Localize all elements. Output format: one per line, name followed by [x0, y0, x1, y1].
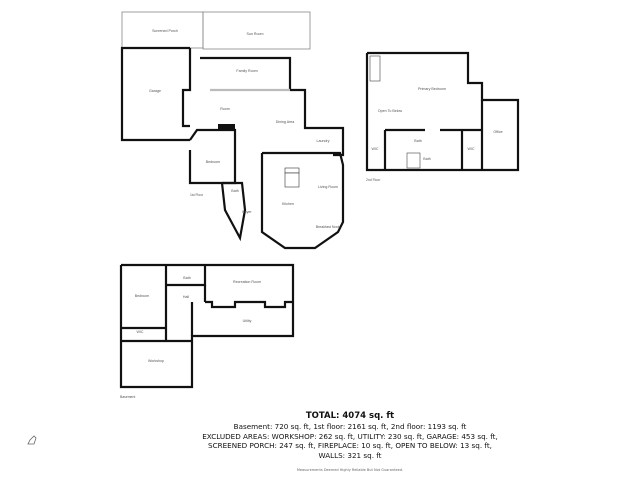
room-label: Garage: [149, 89, 161, 93]
second-floor-plan: Primary Bedroom Open To Below Bath Bath …: [365, 51, 520, 182]
excluded-areas: EXCLUDED AREAS: WORKSHOP: 262 sq. ft, UT…: [202, 431, 498, 441]
bedroom-walls: [188, 128, 237, 185]
family-room-walls: [200, 56, 292, 90]
room-label: Kitchen: [282, 202, 294, 206]
room-label: Screened Porch: [152, 29, 178, 33]
room-label: Hall: [183, 295, 189, 299]
first-floor-plan: Screened Porch Sun Room Garage Family Ro…: [120, 11, 345, 250]
room-label: WIC: [372, 147, 379, 151]
area-summary: TOTAL: 4074 sq. ft Basement: 720 sq. ft,…: [150, 411, 550, 472]
room-label: Bedroom: [135, 294, 150, 298]
room-label: Dining Area: [276, 120, 295, 124]
fireplace: [369, 55, 381, 82]
garage-walls: [120, 46, 190, 142]
room-label: Bath: [423, 157, 430, 161]
room-label: Sun Room: [247, 32, 264, 36]
room-label: Bath: [414, 139, 421, 143]
room-label: Breakfast Nook: [316, 225, 341, 229]
disclaimer: Measurements Deemed Highly Reliable But …: [296, 468, 404, 472]
room-label: WIC: [468, 147, 475, 151]
room-label: Open To Below: [378, 109, 403, 113]
room-label: Primary Bedroom: [418, 87, 446, 91]
floor-label: Basement: [120, 395, 135, 399]
room-label: Recreation Room: [233, 280, 261, 284]
floor-label: 1st Floor: [190, 193, 204, 197]
kitchen-island: [284, 167, 300, 174]
basement-outer-walls: [119, 263, 295, 389]
floor-areas: Basement: 720 sq. ft, 1st floor: 2161 sq…: [233, 422, 467, 431]
bath-foyer-walls: [220, 181, 247, 242]
shower: [406, 152, 421, 169]
laundry-walls: [290, 88, 345, 157]
garage-inner-wall: [181, 48, 192, 128]
room-label: Bath: [231, 189, 238, 193]
floor-label: 2nd Floor: [366, 178, 381, 182]
room-label: Workshop: [148, 359, 164, 363]
room-label: Laundry: [317, 139, 330, 143]
room-label: Family Room: [236, 69, 257, 73]
room-label: Room: [220, 107, 230, 111]
logo-icon: [27, 435, 37, 445]
total-area: TOTAL: 4074 sq. ft: [305, 411, 395, 421]
walls-area: WALLS: 321 sq. ft: [318, 450, 382, 460]
room-label: Utility: [243, 319, 252, 323]
room-label: Bath: [183, 276, 190, 280]
excluded-areas-cont: SCREENED PORCH: 247 sq. ft, FIREPLACE: 1…: [208, 441, 492, 450]
room-label: Foyer: [242, 210, 252, 214]
room-label: WIC: [137, 330, 144, 334]
room-label: Office: [493, 130, 502, 134]
kitchen-living-walls: [260, 151, 345, 250]
basement-plan: Bedroom Bath Hall Recreation Room Utilit…: [119, 263, 295, 399]
room-label: Bedroom: [206, 160, 221, 164]
sun-room-outline: [202, 11, 311, 50]
room-label: Living Room: [318, 185, 338, 189]
